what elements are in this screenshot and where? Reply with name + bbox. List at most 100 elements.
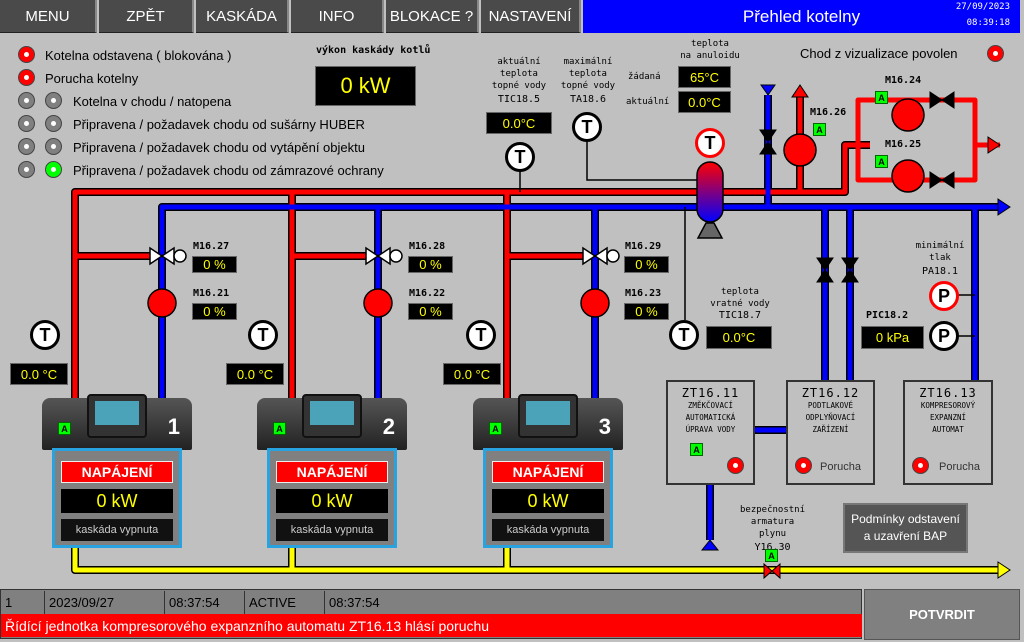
power-display: 0 kW — [276, 489, 388, 513]
anuloid-actual-display: 0.0°C — [678, 91, 731, 113]
status-label: NAPÁJENÍ — [61, 461, 173, 483]
return-temp-display: 0.0°C — [706, 326, 772, 349]
pump-speed: 0 % — [192, 303, 237, 320]
alarm-time: 08:37:54 — [165, 591, 245, 614]
status-lamp — [18, 115, 35, 132]
header-date: 27/09/2023 — [955, 2, 1010, 12]
valve-position: 0 % — [408, 256, 453, 273]
pressure-sensor-icon[interactable]: P — [929, 281, 959, 311]
auto-badge: A — [875, 155, 888, 168]
pump-label: M16.22 — [409, 288, 446, 299]
status-lamp — [45, 138, 62, 155]
boiler-temp: 0.0 °C — [226, 363, 284, 385]
legend-label: Připravena / požadavek chodu od vytápění… — [73, 140, 365, 155]
valve-position: 0 % — [192, 256, 237, 273]
status-lamp — [18, 92, 35, 109]
status-lamp — [18, 161, 35, 178]
acknowledge-button[interactable]: POTVRDIT — [864, 589, 1020, 640]
pump-label: M16.24 — [885, 75, 922, 86]
pump-label: M16.23 — [625, 288, 662, 299]
auto-badge: A — [875, 91, 888, 104]
pump-label: M16.21 — [193, 288, 230, 299]
alarm-state: ACTIVE — [245, 591, 325, 614]
temperature-sensor-icon[interactable]: T — [572, 112, 602, 142]
auto-badge: A — [489, 422, 502, 435]
pump-speed: 0 % — [408, 303, 453, 320]
fault-lamp — [912, 457, 929, 474]
viz-enable-label: Chod z vizualizace povolen — [800, 46, 958, 61]
boiler-panel: NAPÁJENÍ 0 kW kaskáda vypnuta — [267, 448, 397, 548]
back-button[interactable]: ZPĚT — [99, 0, 194, 33]
legend-label: Připravena / požadavek chodu od zámrazov… — [73, 163, 384, 178]
temperature-sensor-icon[interactable]: T — [695, 128, 725, 158]
cascade-power-display: 0 kW — [315, 66, 416, 106]
legend-label: Kotelna v chodu / natopena — [73, 94, 232, 109]
auto-badge: A — [765, 549, 778, 562]
power-display: 0 kW — [492, 489, 604, 513]
boiler-number: 2 — [382, 414, 395, 439]
alarm-id: 1 — [1, 591, 45, 614]
setpoint-label: žádaná — [628, 72, 661, 82]
temperature-sensor-icon[interactable]: T — [669, 320, 699, 350]
fault-lamp — [795, 457, 812, 474]
blocks-button[interactable]: BLOKACE ? — [386, 0, 479, 33]
status-lamp — [18, 69, 35, 86]
valve-label: M16.28 — [409, 241, 446, 252]
temperature-sensor-icon[interactable]: T — [466, 320, 496, 350]
boiler-temp: 0.0 °C — [10, 363, 68, 385]
temperature-sensor-icon[interactable]: T — [248, 320, 278, 350]
pic182-label: PIC18.2 — [866, 310, 909, 321]
status-label: NAPÁJENÍ — [276, 461, 388, 483]
status-lamp — [18, 46, 35, 63]
tic185-display: 0.0°C — [486, 112, 552, 134]
pump-label: M16.26 — [810, 107, 847, 118]
valve-label: M16.29 — [625, 241, 662, 252]
settings-button[interactable]: NASTAVENÍ — [481, 0, 581, 33]
fault-lamp — [727, 457, 744, 474]
pump-label: M16.25 — [885, 139, 922, 150]
legend-label: Kotelna odstavena ( blokována ) — [45, 48, 232, 63]
anuloid-setpoint-display[interactable]: 65°C — [678, 66, 731, 88]
header-time: 08:39:18 — [966, 18, 1010, 28]
temperature-sensor-icon[interactable]: T — [505, 142, 535, 172]
status-label: NAPÁJENÍ — [492, 461, 604, 483]
alarm-message[interactable]: Řídící jednotka kompresorového expanzníh… — [1, 614, 862, 637]
title-text: Přehled kotelny — [742, 6, 861, 26]
alarm-date: 2023/09/27 — [45, 591, 165, 614]
auto-badge: A — [690, 443, 703, 456]
menu-button[interactable]: MENU — [0, 0, 97, 33]
boiler-temp: 0.0 °C — [443, 363, 501, 385]
fault-label: Porucha — [820, 461, 861, 473]
page-title: Přehled kotelny 27/09/2023 08:39:18 — [583, 0, 1020, 33]
status-lamp — [45, 161, 62, 178]
auto-badge: A — [58, 422, 71, 435]
cascade-button[interactable]: KASKÁDA — [196, 0, 289, 33]
cascade-state: kaskáda vypnuta — [492, 519, 604, 541]
pressure-display: 0 kPa — [861, 326, 924, 349]
pressure-sensor-icon[interactable]: P — [929, 321, 959, 351]
status-lamp — [45, 92, 62, 109]
boiler-number: 3 — [598, 414, 611, 439]
info-button[interactable]: INFO — [291, 0, 384, 33]
cascade-power-label: výkon kaskády kotlů — [316, 45, 431, 56]
pump-speed: 0 % — [624, 303, 669, 320]
auto-badge: A — [813, 123, 826, 136]
auto-badge: A — [273, 422, 286, 435]
valve-label: M16.27 — [193, 241, 230, 252]
power-display: 0 kW — [61, 489, 173, 513]
cascade-state: kaskáda vypnuta — [276, 519, 388, 541]
viz-enable-lamp — [987, 45, 1004, 62]
legend-label: Připravena / požadavek chodu od sušárny … — [73, 117, 365, 132]
valve-position: 0 % — [624, 256, 669, 273]
temperature-sensor-icon[interactable]: T — [30, 320, 60, 350]
